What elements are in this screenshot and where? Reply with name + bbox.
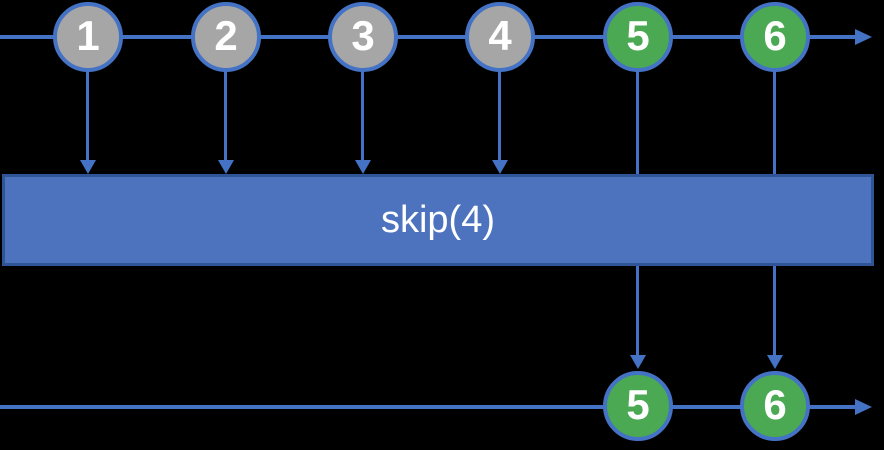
emission-arrowhead-2-icon — [218, 160, 234, 174]
source-marble-2: 2 — [191, 2, 261, 72]
source-marble-2-label: 2 — [214, 12, 238, 59]
output-marble-5-label: 5 — [626, 381, 650, 428]
source-marble-5-label: 5 — [626, 12, 650, 59]
source-marble-6: 6 — [740, 2, 810, 72]
source-marble-5: 5 — [603, 2, 673, 72]
source-marble-1-label: 1 — [76, 12, 100, 59]
emission-line-3 — [361, 70, 364, 161]
output-marble-6: 6 — [740, 371, 810, 441]
emission-line-2 — [224, 70, 227, 161]
emission-arrowhead-4-icon — [492, 160, 508, 174]
emission-arrowhead-1-icon — [80, 160, 96, 174]
source-marble-4: 4 — [465, 2, 535, 72]
output-timeline-arrowhead-icon — [855, 399, 872, 415]
source-timeline-line — [0, 35, 856, 39]
emission-arrowhead-3-icon — [355, 160, 371, 174]
source-timeline-arrowhead-icon — [855, 29, 872, 45]
source-marble-6-label: 6 — [763, 12, 787, 59]
output-marble-6-label: 6 — [763, 381, 787, 428]
passthrough-arrowhead-6-icon — [767, 355, 783, 369]
source-marble-3: 3 — [328, 2, 398, 72]
operator-label: skip(4) — [380, 198, 496, 241]
emission-line-1 — [86, 70, 89, 161]
source-marble-4-label: 4 — [488, 12, 512, 59]
source-marble-1: 1 — [53, 2, 123, 72]
source-marble-3-label: 3 — [351, 12, 375, 59]
passthrough-arrowhead-5-icon — [630, 355, 646, 369]
output-marble-5: 5 — [603, 371, 673, 441]
emission-line-4 — [498, 70, 501, 161]
operator-box: skip(4) — [2, 174, 874, 266]
output-timeline-line — [0, 405, 856, 409]
